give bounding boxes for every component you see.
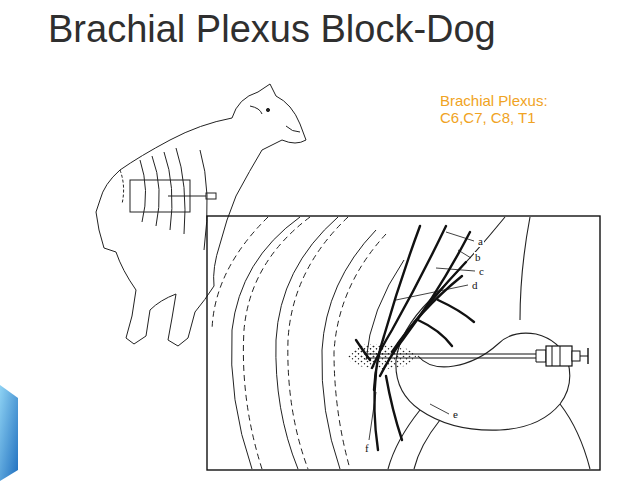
small-needle <box>168 193 216 199</box>
callout-letter: c <box>478 266 485 277</box>
brachial-plexus <box>356 226 474 450</box>
shoulder-bones <box>388 217 590 469</box>
ribs <box>212 217 404 469</box>
inset-frame <box>207 216 600 470</box>
slide-accent <box>0 385 18 481</box>
slide-title: Brachial Plexus Block-Dog <box>48 8 496 52</box>
leader-lines <box>369 232 475 440</box>
dog-figure <box>96 84 306 346</box>
callout-letter: a <box>477 236 484 247</box>
callout-letter: d <box>471 280 479 291</box>
plexus-note: Brachial Plexus: C6,C7, C8, T1 <box>440 92 565 127</box>
callout-letter: b <box>474 252 482 263</box>
needle-syringe <box>366 346 588 366</box>
callout-letter: f <box>364 443 370 454</box>
callout-letter: e <box>452 409 459 420</box>
